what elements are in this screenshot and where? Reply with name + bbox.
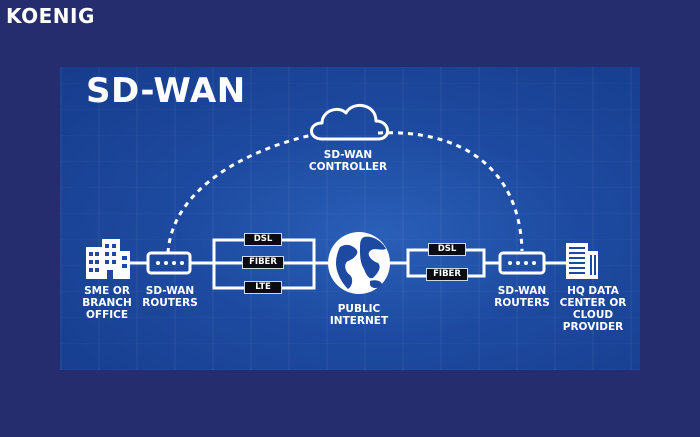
link-tag-fiber: FIBER: [242, 256, 284, 269]
branch-office-label: SME OR BRANCH OFFICE: [82, 285, 132, 321]
left-router-icon: [146, 251, 192, 275]
right-router-icon: [498, 251, 546, 275]
hq-datacenter-label: HQ DATA CENTER OR CLOUD PROVIDER: [559, 285, 627, 333]
link-tag-fiber: FIBER: [426, 268, 468, 281]
link-tag-lte: LTE: [244, 281, 282, 294]
sd-wan-slide: SD-WAN: [60, 67, 640, 370]
building-icon: [86, 239, 130, 279]
cloud-icon: [310, 104, 389, 141]
left-control-path: [166, 133, 313, 254]
controller-label: SD-WAN CONTROLLER: [308, 149, 388, 173]
datacenter-icon: [566, 243, 598, 279]
left-routers-label: SD-WAN ROUTERS: [142, 285, 198, 309]
slide-title: SD-WAN: [86, 71, 246, 111]
slide-background: [60, 67, 640, 370]
right-control-path: [377, 131, 524, 252]
link-tag-dsl: DSL: [244, 233, 282, 246]
globe-icon: [328, 232, 390, 294]
right-routers-label: SD-WAN ROUTERS: [494, 285, 550, 309]
internet-label: PUBLIC INTERNET: [329, 303, 389, 327]
link-tag-dsl: DSL: [428, 243, 466, 256]
koenig-logo: KOENIG: [6, 4, 95, 28]
